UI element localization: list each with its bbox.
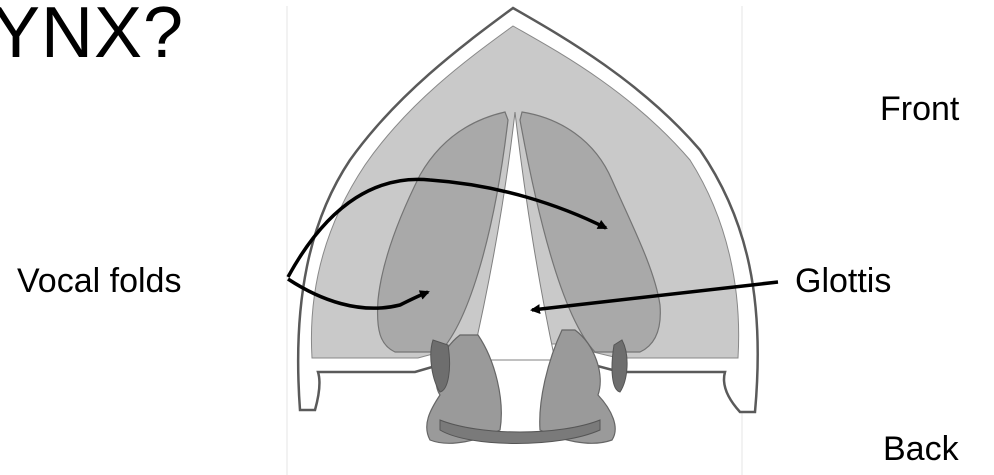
back-label: Back: [883, 430, 959, 469]
front-label: Front: [880, 90, 959, 129]
vocal-folds-label: Vocal folds: [17, 262, 181, 301]
right-corniculate: [612, 340, 627, 392]
glottis-label: Glottis: [795, 262, 891, 301]
left-corniculate: [431, 340, 450, 392]
